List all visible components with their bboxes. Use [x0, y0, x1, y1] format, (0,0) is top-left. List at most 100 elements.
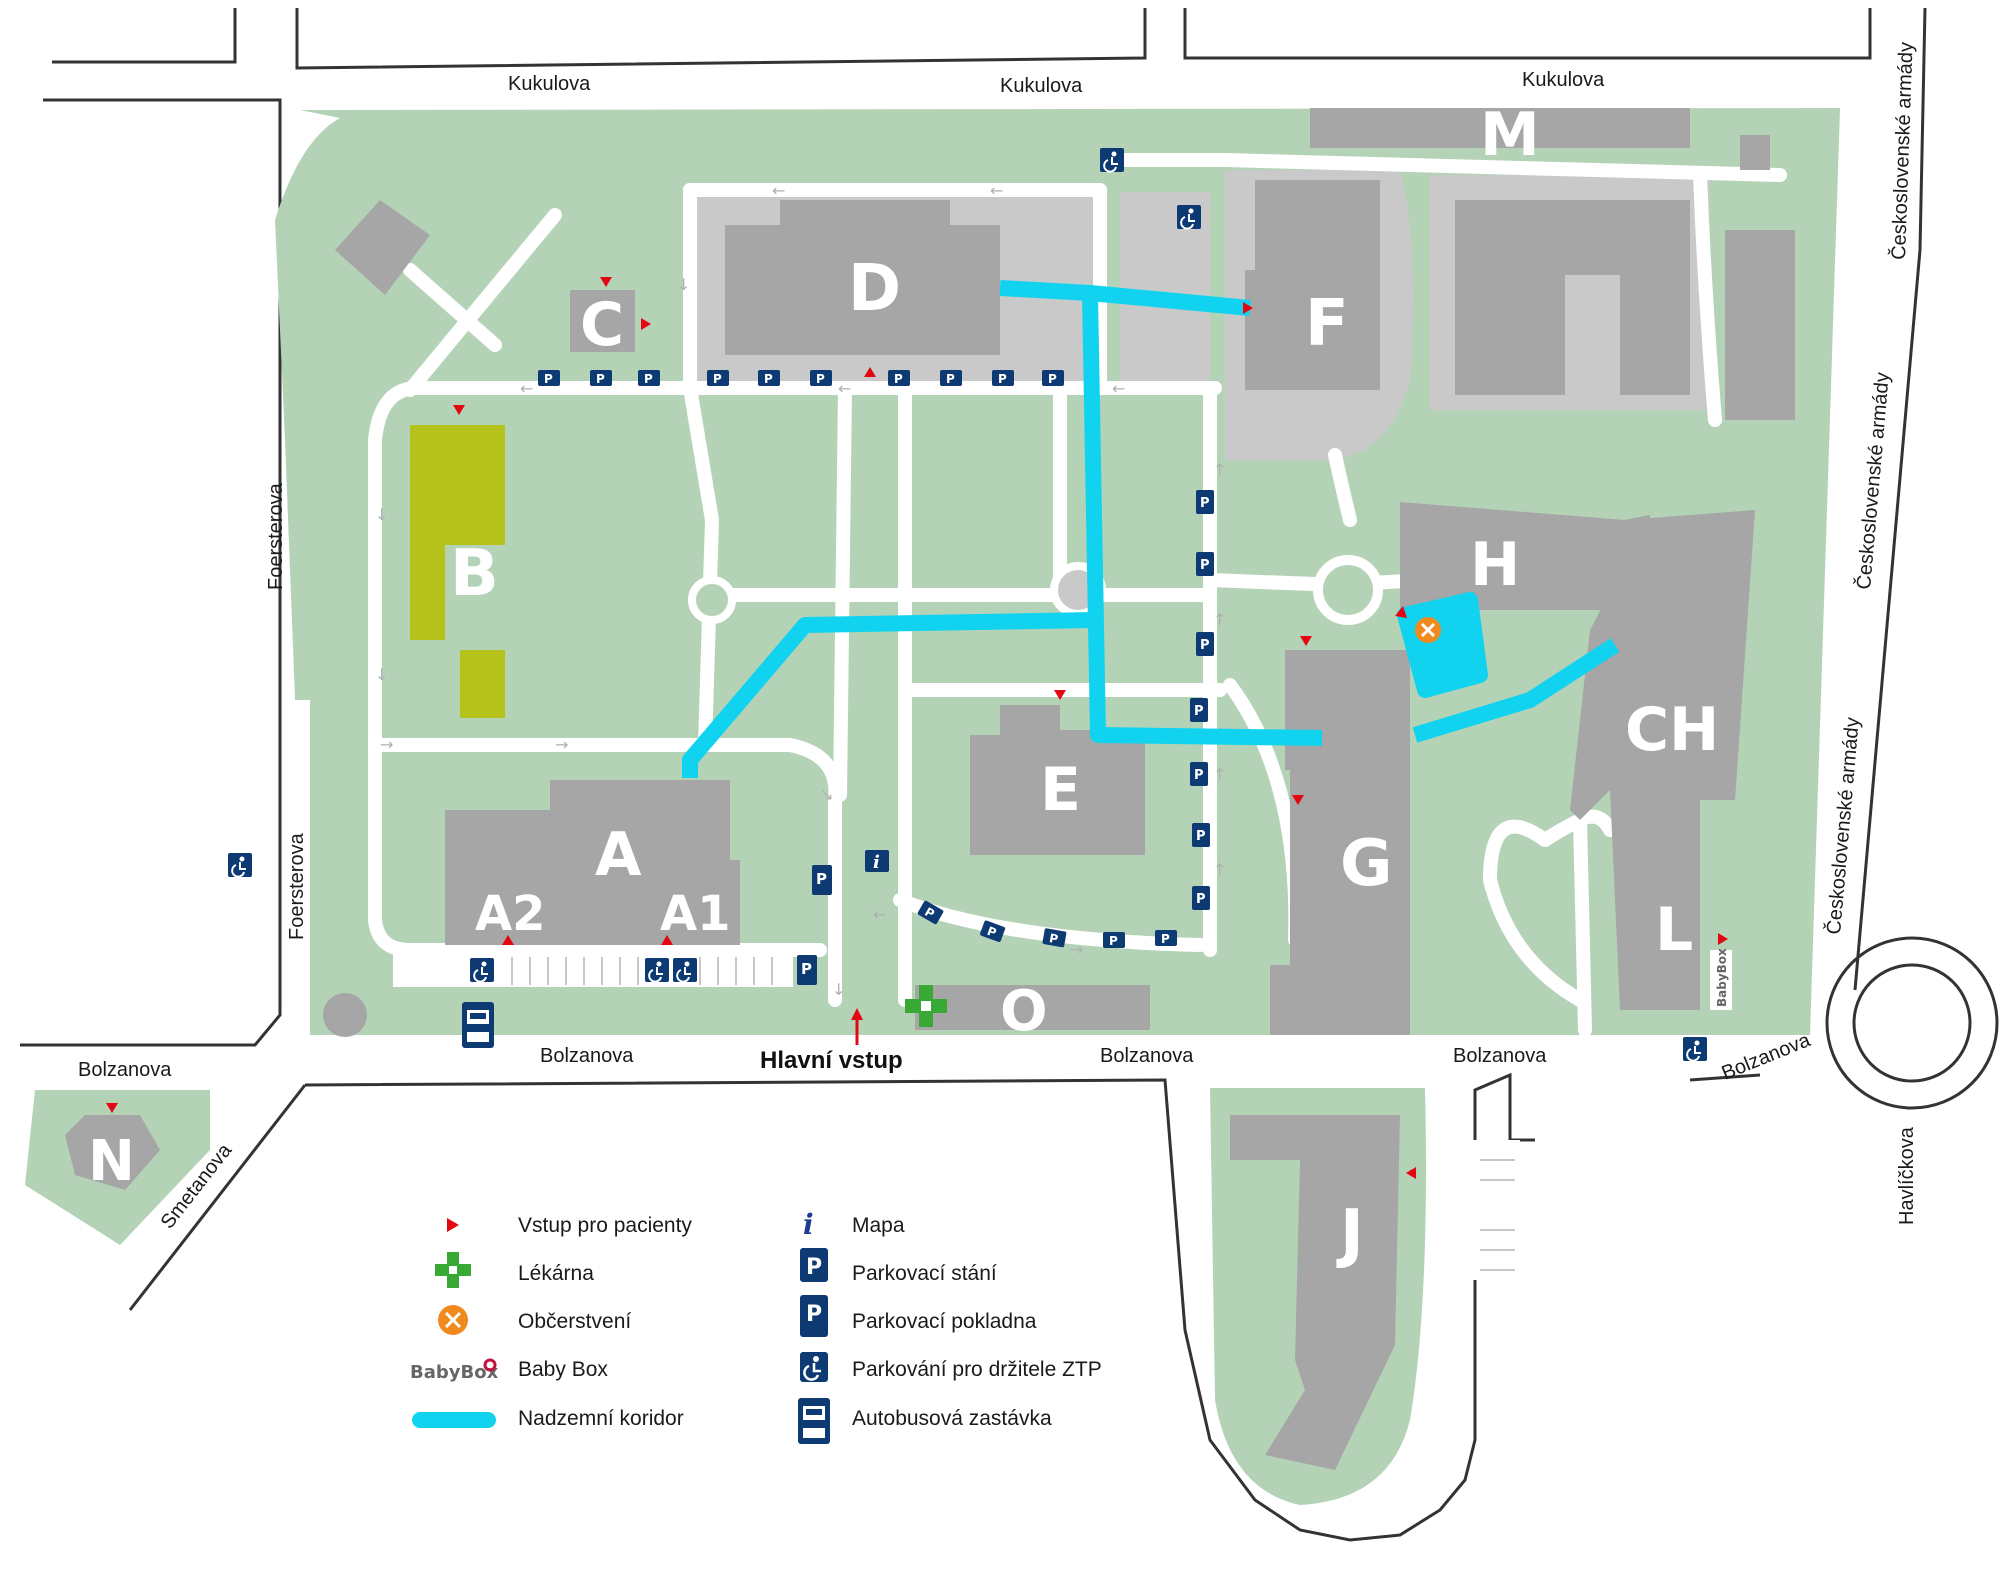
label-O: O [1000, 979, 1048, 1044]
entry-icon [1300, 636, 1312, 646]
label-D: D [848, 252, 901, 326]
label-CH: CH [1625, 695, 1719, 765]
label-A1: A1 [660, 886, 731, 942]
legend-babybox-icon: BabyBox [410, 1362, 499, 1383]
legend-bus-icon [798, 1398, 830, 1444]
parking-sign-icon: P [810, 370, 832, 386]
street-kukulova-2: Kukulova [1000, 75, 1083, 97]
parking-signs: P P P P P P P P P P P P P P P P P P P P … [424, 370, 1506, 1221]
svg-text:↓: ↓ [832, 980, 845, 999]
legend-map-label: Mapa [852, 1214, 905, 1237]
building-A-shape [445, 780, 740, 945]
svg-text:←: ← [772, 181, 785, 200]
svg-text:↘: ↘ [820, 785, 833, 804]
parking-sign-icon: P [590, 370, 612, 386]
street-foersterova-1: Foersterova [265, 482, 287, 590]
parking-sign-icon: P [917, 900, 944, 925]
svg-text:P: P [801, 960, 812, 978]
svg-text:P: P [1161, 932, 1170, 946]
parking-sign-icon: P [638, 370, 660, 386]
legend-parking-pay-label: Parkovací pokladna [852, 1310, 1037, 1333]
paths [368, 153, 1787, 1037]
building-C-roof [335, 200, 430, 295]
street-cs-armady-3: Československé armády [1822, 716, 1864, 935]
ztp-signs [228, 148, 1707, 1062]
svg-text:→: → [555, 735, 568, 754]
svg-text:P: P [1196, 892, 1206, 907]
label-C: C [580, 290, 624, 360]
building-C-shape [570, 290, 635, 352]
entry-icon [661, 935, 673, 945]
legend-corridor-label: Nadzemní koridor [518, 1407, 684, 1430]
entry-icon [1243, 302, 1253, 314]
svg-text:P: P [1200, 638, 1210, 653]
map-info-icon[interactable]: i [865, 850, 889, 873]
legend-parking-pay-icon: P [800, 1295, 828, 1337]
building-labels: A A1 A2 B C D E F G H CH J L M N O [88, 100, 1719, 1271]
svg-text:i: i [873, 852, 880, 873]
main-entrance[interactable]: Hlavní vstup [760, 1008, 903, 1074]
svg-text:P: P [1200, 558, 1210, 573]
pharmacy-icon[interactable] [905, 985, 947, 1027]
svg-text:P: P [806, 1255, 822, 1280]
legend-parking-ztp-label: Parkování pro držitele ZTP [852, 1358, 1102, 1381]
refreshment-icon[interactable] [1415, 617, 1441, 643]
entry-markers [106, 277, 1728, 1179]
street-havlickova: Havlíčkova [1896, 1126, 1918, 1225]
svg-text:←: ← [873, 905, 886, 924]
entry-icon [502, 935, 514, 945]
street-bolzanova-4: Bolzanova [1453, 1045, 1547, 1067]
svg-text:↑: ↑ [1213, 860, 1226, 879]
entry-icon [453, 405, 465, 415]
svg-text:P: P [644, 372, 653, 386]
entry-icon [600, 277, 612, 287]
street-bolzanova-2: Bolzanova [540, 1045, 634, 1067]
legend-wheelchair-icon [800, 1352, 828, 1382]
parking-sign-icon: P [707, 370, 729, 386]
legend-pharmacy-icon [435, 1252, 471, 1288]
label-H: H [1470, 530, 1520, 600]
building-CH-shape [1570, 510, 1755, 1010]
entry-icon [1406, 1167, 1416, 1179]
building-M-annex [1740, 135, 1770, 170]
street-kukulova-1: Kukulova [508, 73, 591, 95]
svg-text:P: P [1048, 372, 1057, 386]
entry-icon [1395, 606, 1407, 618]
entry-icon [641, 318, 651, 330]
parking-sign-icon: P [1190, 762, 1208, 786]
street-roundabout [1825, 936, 1999, 1110]
bus-stop-icon[interactable] [462, 1002, 494, 1048]
corridors [682, 280, 1620, 778]
label-L: L [1655, 895, 1693, 965]
parking-sign-icon: P [980, 920, 1006, 942]
svg-text:→: → [380, 735, 393, 754]
street-cs-armady-1: Československé armády [1887, 42, 1918, 261]
label-E: E [1040, 755, 1081, 825]
parking-pay-icon: P [812, 865, 832, 895]
svg-text:P: P [998, 372, 1007, 386]
parking-strip [393, 955, 793, 987]
legend: Vstup pro pacienty Lékárna Občerstvení B… [410, 1208, 1102, 1444]
label-F: F [1305, 287, 1349, 361]
svg-text:↓: ↓ [375, 665, 388, 684]
legend-babybox-label: Baby Box [518, 1358, 608, 1381]
parking-sign-icon: P [1196, 632, 1214, 656]
buildings [65, 108, 1795, 1470]
wheelchair-icon [645, 958, 669, 983]
street-cs-armady-2: Československé armády [1852, 371, 1894, 590]
street-bolzanova-3: Bolzanova [1100, 1045, 1194, 1067]
entry-icon [1054, 690, 1066, 700]
legend-pharmacy-label: Lékárna [518, 1262, 594, 1285]
wheelchair-icon [470, 958, 494, 983]
svg-text:P: P [764, 372, 773, 386]
building-H-shape [1400, 502, 1650, 610]
building-B-shape [410, 425, 505, 718]
parking-sign-icon: P [1103, 932, 1125, 948]
label-B: B [450, 537, 499, 611]
svg-text:P: P [1194, 768, 1204, 783]
legend-entry-label: Vstup pro pacienty [518, 1214, 692, 1237]
direction-arrows: ← ← ← ← ← ↓ ↓ ↓ → → ↘ ↑ ↑ ↑ ↑ ← → ↓ [375, 181, 1226, 999]
parking-sign-icon: P [1042, 928, 1067, 948]
building-O-shape [915, 985, 1150, 1030]
